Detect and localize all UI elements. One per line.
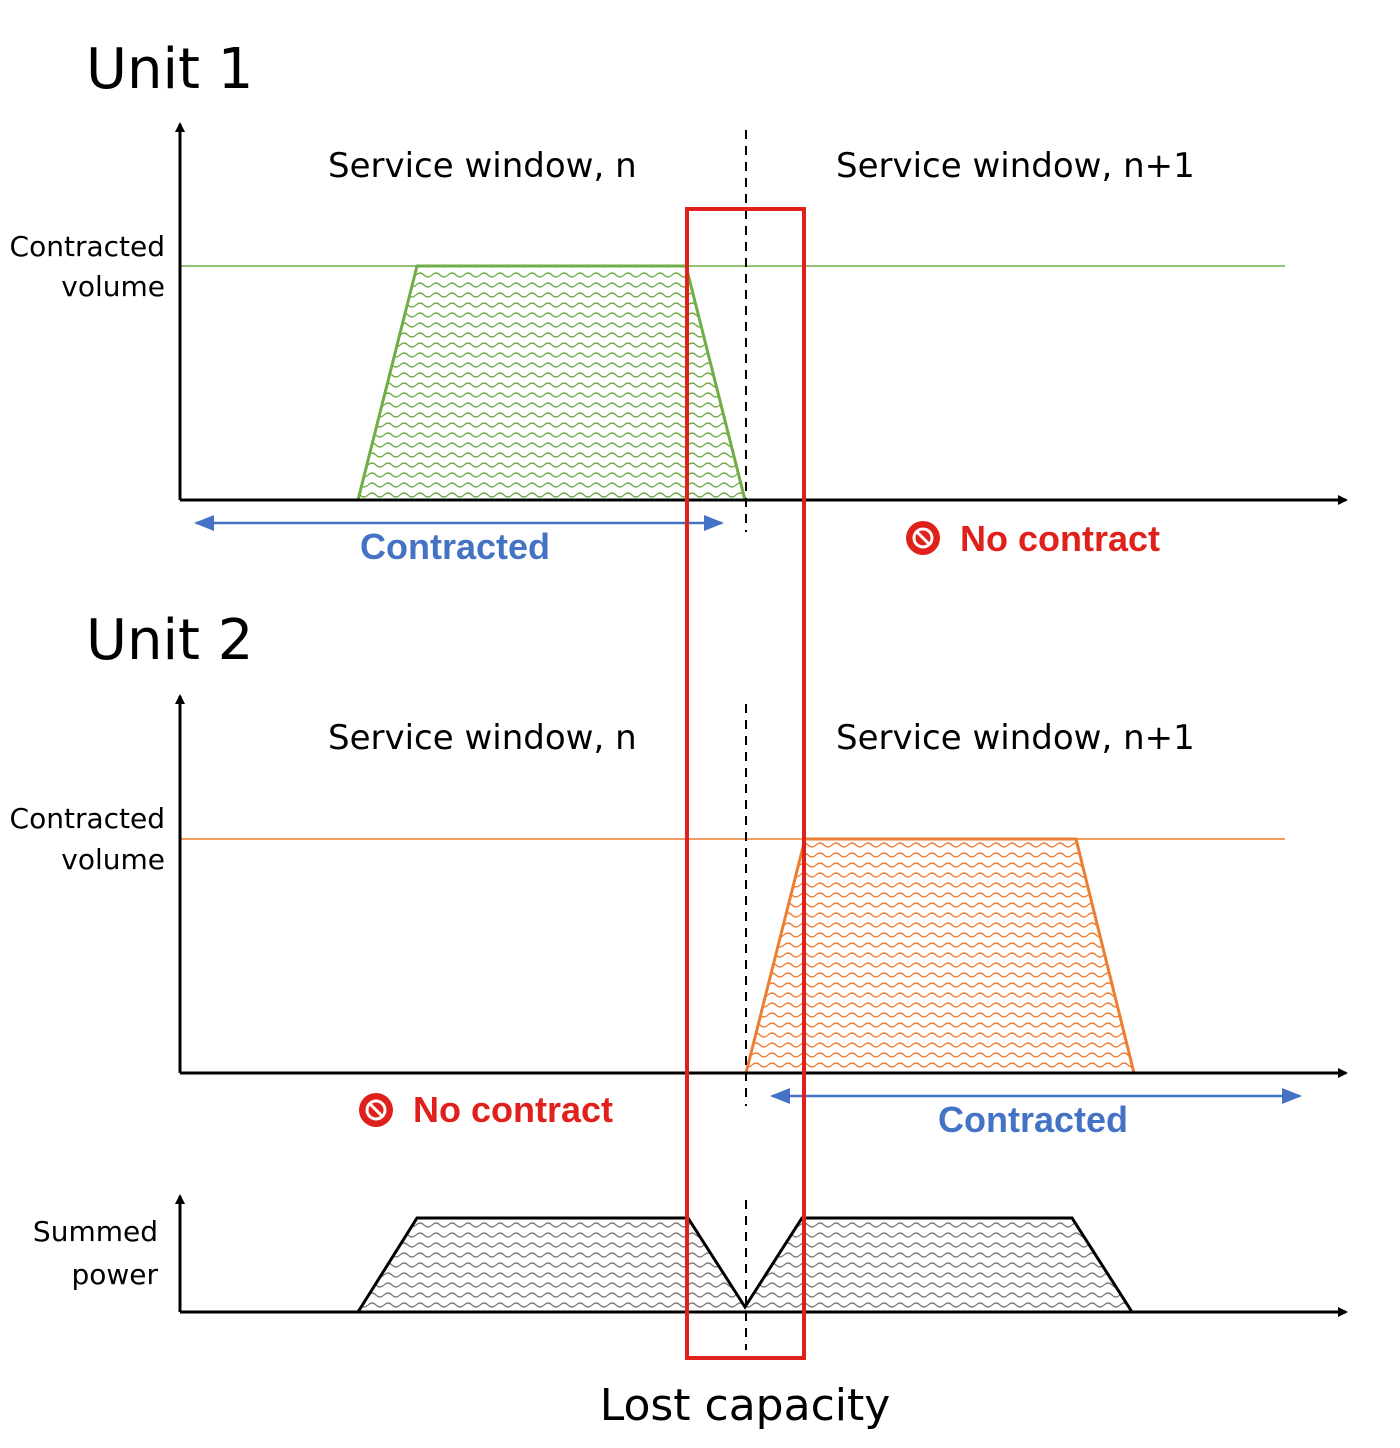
unit1-window-n-label: Service window, n [328, 146, 637, 186]
unit1-panel: Unit 1 Service window, n Service window,… [10, 37, 1348, 567]
unit1-window-n1-label: Service window, n+1 [836, 146, 1195, 186]
summed-ylabel-line1: Summed [33, 1215, 158, 1248]
summed-panel: Summed power [33, 1194, 1348, 1350]
prohibited-icon [906, 521, 940, 555]
summed-power-profile [355, 1216, 1135, 1314]
unit1-ylabel-line1: Contracted [10, 230, 165, 263]
unit2-window-n-label: Service window, n [328, 718, 637, 758]
unit2-ylabel-line2: volume [61, 843, 165, 876]
prohibited-icon [359, 1093, 393, 1127]
unit1-title: Unit 1 [86, 37, 253, 102]
unit2-title: Unit 2 [86, 608, 253, 673]
unit1-ylabel-line2: volume [61, 270, 165, 303]
summed-ylabel-line2: power [71, 1258, 158, 1291]
unit2-ylabel-line1: Contracted [10, 802, 165, 835]
unit2-no-contract-label: No contract [413, 1089, 613, 1130]
unit1-contracted-label: Contracted [360, 526, 550, 567]
lost-capacity-highlight-box [685, 207, 806, 1360]
unit2-window-n1-label: Service window, n+1 [836, 718, 1195, 758]
lost-capacity-label: Lost capacity [600, 1380, 891, 1431]
unit2-contracted-label: Contracted [938, 1099, 1128, 1140]
unit1-no-contract-label: No contract [960, 518, 1160, 559]
unit2-panel: Unit 2 Service window, n Service window,… [10, 608, 1348, 1140]
